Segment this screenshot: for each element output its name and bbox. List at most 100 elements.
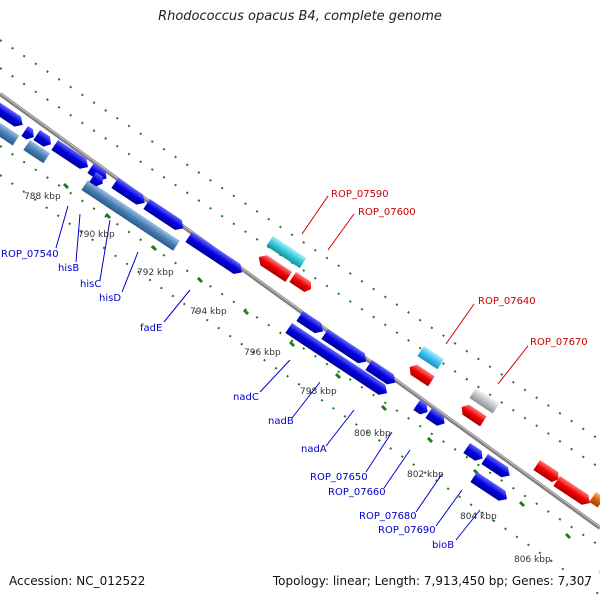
gene-label[interactable]: nadB (268, 416, 294, 427)
leader-line (121, 251, 139, 293)
leader-line (455, 509, 481, 541)
gene-label[interactable]: ROP_07690 (378, 525, 436, 536)
tick-label: 804 kbp (460, 512, 497, 522)
gene-arrow[interactable] (469, 388, 500, 414)
leader-line (301, 195, 329, 235)
gene-arrow[interactable] (185, 232, 245, 277)
gene-arrow[interactable] (266, 236, 307, 269)
gene-label[interactable]: ROP_07590 (331, 189, 389, 200)
gene-arrow[interactable] (365, 360, 398, 388)
top-leader-lines (301, 195, 529, 385)
tick-mark (104, 212, 112, 220)
leader-line (99, 219, 111, 281)
leader-line (75, 213, 81, 263)
leader-line (291, 381, 321, 419)
tick-mark (518, 500, 526, 508)
tick-label: 806 kbp (514, 555, 551, 565)
leader-line (325, 409, 355, 447)
gene-label[interactable]: nadA (301, 444, 327, 455)
genome-backbone (0, 92, 600, 530)
tick-mark (380, 404, 388, 412)
gene-label[interactable]: fadE (140, 323, 162, 334)
leader-line (327, 213, 355, 251)
gene-arrow[interactable] (0, 100, 26, 130)
gene-label[interactable]: ROP_07660 (328, 487, 386, 498)
tick-mark (426, 436, 434, 444)
gene-label[interactable]: ROP_07670 (530, 337, 588, 348)
genome-backbone-shine (0, 92, 600, 528)
gene-arrow[interactable] (321, 329, 369, 367)
tick-mark (334, 372, 342, 380)
gene-arrow[interactable] (255, 252, 293, 282)
gene-label[interactable]: hisB (58, 263, 79, 274)
gene-arrow[interactable] (481, 454, 513, 481)
leader-line (55, 205, 69, 249)
leader-line (383, 449, 411, 489)
leader-line (497, 345, 529, 385)
gene-arrow[interactable] (463, 443, 485, 463)
gene-label[interactable]: bioB (432, 540, 454, 551)
tick-label: 790 kbp (78, 230, 115, 240)
gene-arrow[interactable] (458, 402, 487, 427)
gene-label[interactable]: nadC (233, 392, 259, 403)
gene-arrow[interactable] (413, 400, 430, 417)
tick-label: 788 kbp (24, 192, 61, 202)
gene-label[interactable]: ROP_07650 (310, 472, 368, 483)
gene-label[interactable]: ROP_07640 (478, 296, 536, 307)
bottom-gene-labels: ROP_07540 hisB hisC hisD fadE nadC nadB … (1, 249, 454, 551)
gene-arrow[interactable] (470, 472, 510, 504)
gene-arrow[interactable] (285, 323, 390, 398)
tick-label: 792 kbp (137, 268, 174, 278)
gene-arrow[interactable] (553, 476, 593, 508)
tick-mark (62, 182, 70, 190)
tick-mark (196, 276, 204, 284)
leader-line (259, 359, 291, 393)
gene-arrow[interactable] (33, 130, 54, 149)
leader-line (365, 431, 393, 473)
gene-label[interactable]: ROP_07600 (358, 207, 416, 218)
gene-label[interactable]: hisC (80, 279, 101, 290)
lower-track-inner (0, 145, 600, 547)
genome-info-label: Topology: linear; Length: 7,913,450 bp; … (272, 574, 592, 588)
gene-arrow[interactable] (406, 362, 435, 387)
gene-label[interactable]: ROP_07680 (359, 511, 417, 522)
tick-mark (564, 532, 572, 540)
ticks (62, 182, 572, 540)
gene-arrow[interactable] (143, 199, 186, 233)
tick-mark (288, 340, 296, 348)
gene-label[interactable]: hisD (99, 293, 121, 304)
gene-arrow[interactable] (533, 460, 561, 484)
gene-arrow[interactable] (51, 140, 91, 172)
gene-arrow[interactable] (425, 408, 447, 428)
tick-labels: 788 kbp 790 kbp 792 kbp 794 kbp 796 kbp … (24, 192, 551, 565)
tick-label: 800 kbp (354, 429, 391, 439)
gene-arrow[interactable] (81, 180, 180, 251)
gene-arrow[interactable] (23, 140, 51, 164)
tick-label: 794 kbp (190, 307, 227, 317)
accession-label: Accession: NC_012522 (9, 574, 146, 588)
gene-arrow[interactable] (296, 311, 326, 336)
tick-label: 796 kbp (244, 348, 281, 358)
gene-arrow[interactable] (111, 178, 148, 208)
bottom-leader-lines (55, 205, 481, 541)
leader-line (435, 489, 463, 527)
gene-arrow[interactable] (589, 492, 600, 508)
gene-arrow[interactable] (417, 346, 445, 370)
gene-arrow[interactable] (289, 272, 314, 294)
top-gene-labels: ROP_07590 ROP_07600 ROP_07640 ROP_07670 (331, 189, 588, 348)
upper-track-outer (0, 39, 600, 441)
page-title: Rhodococcus opacus B4, complete genome (158, 9, 442, 24)
leader-line (445, 303, 475, 345)
tick-mark (242, 308, 250, 316)
gene-arrow[interactable] (89, 172, 106, 189)
leader-line (163, 289, 191, 323)
tick-mark (150, 244, 158, 252)
gene-label[interactable]: ROP_07540 (1, 249, 59, 260)
tick-label: 798 kbp (300, 387, 337, 397)
genes (0, 100, 600, 578)
gene-arrow[interactable] (0, 120, 20, 146)
gene-arrow[interactable] (21, 126, 37, 142)
tick-label: 802 kbp (407, 470, 444, 480)
